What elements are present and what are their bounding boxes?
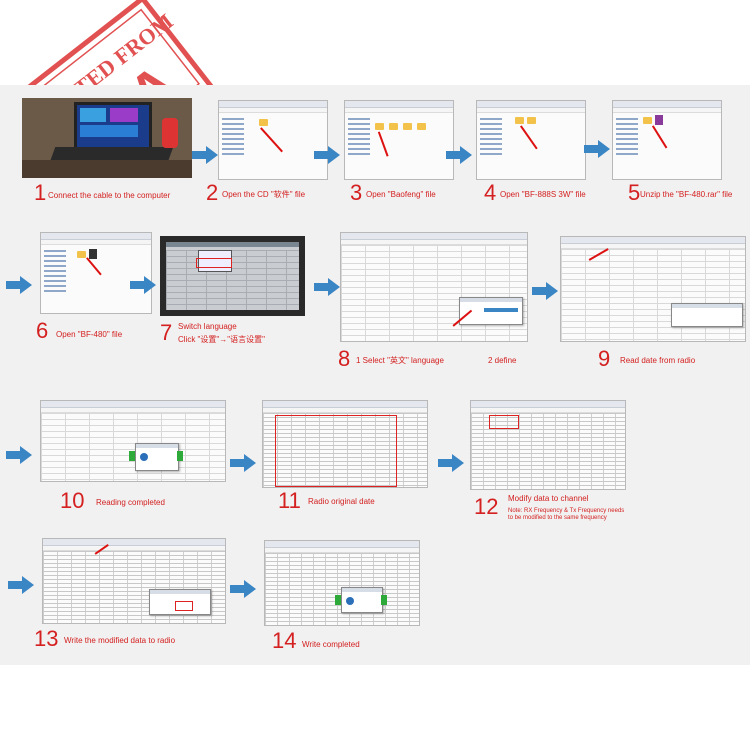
step-8-caption-2: 2 define xyxy=(488,356,517,365)
screenshot-step-11 xyxy=(262,400,428,488)
step-6-number: 6 xyxy=(36,318,49,343)
step-10-number: 10 xyxy=(60,488,85,513)
step-12-number: 12 xyxy=(474,494,499,519)
arrow-right-icon xyxy=(230,580,256,598)
step-1-caption: Connect the cable to the computer xyxy=(48,191,171,200)
screenshot-step-9 xyxy=(560,236,746,342)
step-13-number: 13 xyxy=(34,626,59,651)
step-8-caption: 1 Select "英文" language xyxy=(356,356,444,365)
step-7-caption-2: Click "设置"→"语言设置" xyxy=(178,335,265,344)
step-10-caption: Reading completed xyxy=(96,498,165,507)
arrow-right-icon xyxy=(446,146,472,164)
screenshot-step-2 xyxy=(218,100,328,180)
step-14-caption: Write completed xyxy=(302,640,360,649)
step-7-caption: Switch language xyxy=(178,322,237,331)
step-13-caption: Write the modified data to radio xyxy=(64,636,176,645)
step-4-number: 4 xyxy=(484,180,497,205)
step-9-caption: Read date from radio xyxy=(620,356,696,365)
arrow-right-icon xyxy=(130,276,156,294)
step-6-caption: Open "BF-480" file xyxy=(56,330,123,339)
screenshot-step-7 xyxy=(160,236,305,316)
step-11-caption: Radio original date xyxy=(308,497,375,506)
arrow-right-icon xyxy=(230,454,256,472)
screenshot-step-5 xyxy=(612,100,722,180)
step-14-number: 14 xyxy=(272,628,297,653)
screenshot-step-10 xyxy=(40,400,226,482)
step-9-number: 9 xyxy=(598,346,611,371)
arrow-right-icon xyxy=(314,278,340,296)
step-2-caption: Open the CD "软件" file xyxy=(222,190,306,199)
arrow-right-icon xyxy=(438,454,464,472)
step-4-caption: Open "BF-888S 3W" file xyxy=(500,190,586,199)
step-5-number: 5 xyxy=(628,180,641,205)
step-12-note-2: to be modified to the same frequency xyxy=(508,515,607,521)
screenshot-step-3 xyxy=(344,100,454,180)
arrow-right-icon xyxy=(192,146,218,164)
step-1-number: 1 xyxy=(34,180,47,205)
screenshot-step-14 xyxy=(264,540,420,626)
laptop-photo xyxy=(22,98,192,178)
step-2-number: 2 xyxy=(206,180,219,205)
arrow-right-icon xyxy=(532,282,558,300)
screenshot-step-6 xyxy=(40,232,152,314)
screenshot-step-12 xyxy=(470,400,626,490)
screenshot-step-8 xyxy=(340,232,528,342)
arrow-right-icon xyxy=(584,140,610,158)
step-12-caption: Modify data to channel xyxy=(508,494,589,503)
arrow-right-icon xyxy=(8,576,34,594)
step-11-number: 11 xyxy=(278,488,301,513)
step-12-note: Note: RX Frequency & Tx Frequency needs xyxy=(508,508,625,514)
screenshot-step-13 xyxy=(42,538,226,624)
arrow-right-icon xyxy=(6,276,32,294)
step-8-number: 8 xyxy=(338,346,351,371)
step-5-caption: Unzip the "BF-480.rar" file xyxy=(640,190,733,199)
arrow-right-icon xyxy=(314,146,340,164)
step-7-number: 7 xyxy=(160,320,173,345)
screenshot-step-4 xyxy=(476,100,586,180)
arrow-right-icon xyxy=(6,446,32,464)
step-3-caption: Open "Baofeng" file xyxy=(366,190,436,199)
step-3-number: 3 xyxy=(350,180,363,205)
